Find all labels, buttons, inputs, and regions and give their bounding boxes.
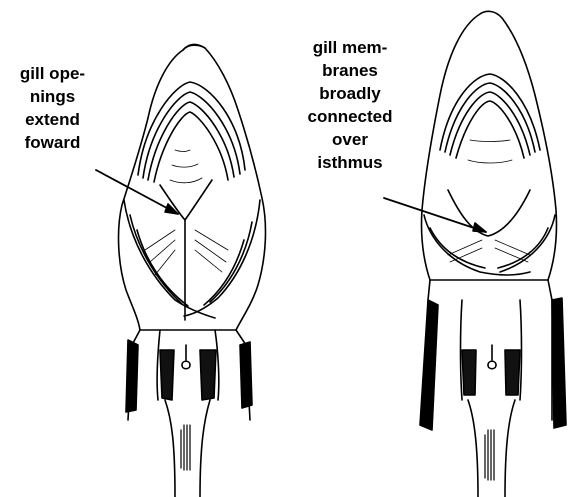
left-operculum-right: [184, 200, 260, 316]
right-label-line: broadly: [280, 82, 420, 105]
left-jaw-arc-4: [154, 112, 228, 182]
right-fish-body: [420, 280, 566, 497]
right-operculum-right-2: [498, 228, 548, 268]
right-label-line: branes: [280, 59, 420, 82]
right-label-line: isthmus: [280, 151, 420, 174]
left-operculum-left: [124, 200, 215, 318]
right-body-outline: [428, 280, 552, 420]
left-fish-head: [119, 44, 266, 330]
left-pelvic-fin-left: [160, 350, 174, 400]
right-pelvic-fin-left: [462, 350, 476, 395]
right-gill-membrane-u: [448, 190, 530, 236]
right-pointer-arrow: [384, 198, 486, 232]
left-pointer-arrow: [96, 170, 178, 214]
left-body-outline: [128, 330, 250, 420]
left-gill-openings-label: gill ope- nings extend foward: [0, 62, 105, 154]
left-fish-body: [126, 330, 252, 497]
right-vent: [488, 345, 496, 369]
right-striations: [448, 140, 530, 262]
left-pectoral-fin-left: [126, 340, 138, 412]
left-head-outline: [119, 45, 266, 330]
right-fish-head: [421, 11, 556, 280]
left-pectoral-fin-right: [240, 342, 252, 408]
left-operculum-right-2: [210, 222, 252, 302]
left-label-line: extend: [0, 108, 105, 131]
right-pelvic-fin-right: [505, 350, 520, 395]
left-vent: [182, 345, 190, 369]
right-anal-fin: [485, 430, 494, 480]
left-label-line: foward: [0, 131, 105, 154]
left-anal-fin: [181, 425, 190, 470]
left-jaw-arc-3: [148, 102, 234, 180]
right-gill-membranes-label: gill mem- branes broadly connected over …: [280, 36, 420, 174]
left-gill-opening-v: [160, 180, 212, 220]
right-pectoral-fin-left: [420, 300, 438, 430]
left-operculum-left-3: [137, 230, 188, 306]
right-label-line: over: [280, 128, 420, 151]
left-pelvic-fin-right: [200, 350, 216, 400]
left-label-line: gill ope-: [0, 62, 105, 85]
left-operculum-left-2: [130, 215, 182, 304]
left-label-line: nings: [0, 85, 105, 108]
right-head-outline: [421, 11, 556, 280]
right-pectoral-fin-right: [552, 298, 566, 428]
right-jaw-arc-4: [456, 101, 524, 158]
right-label-line: connected: [280, 105, 420, 128]
right-label-line: gill mem-: [280, 36, 420, 59]
